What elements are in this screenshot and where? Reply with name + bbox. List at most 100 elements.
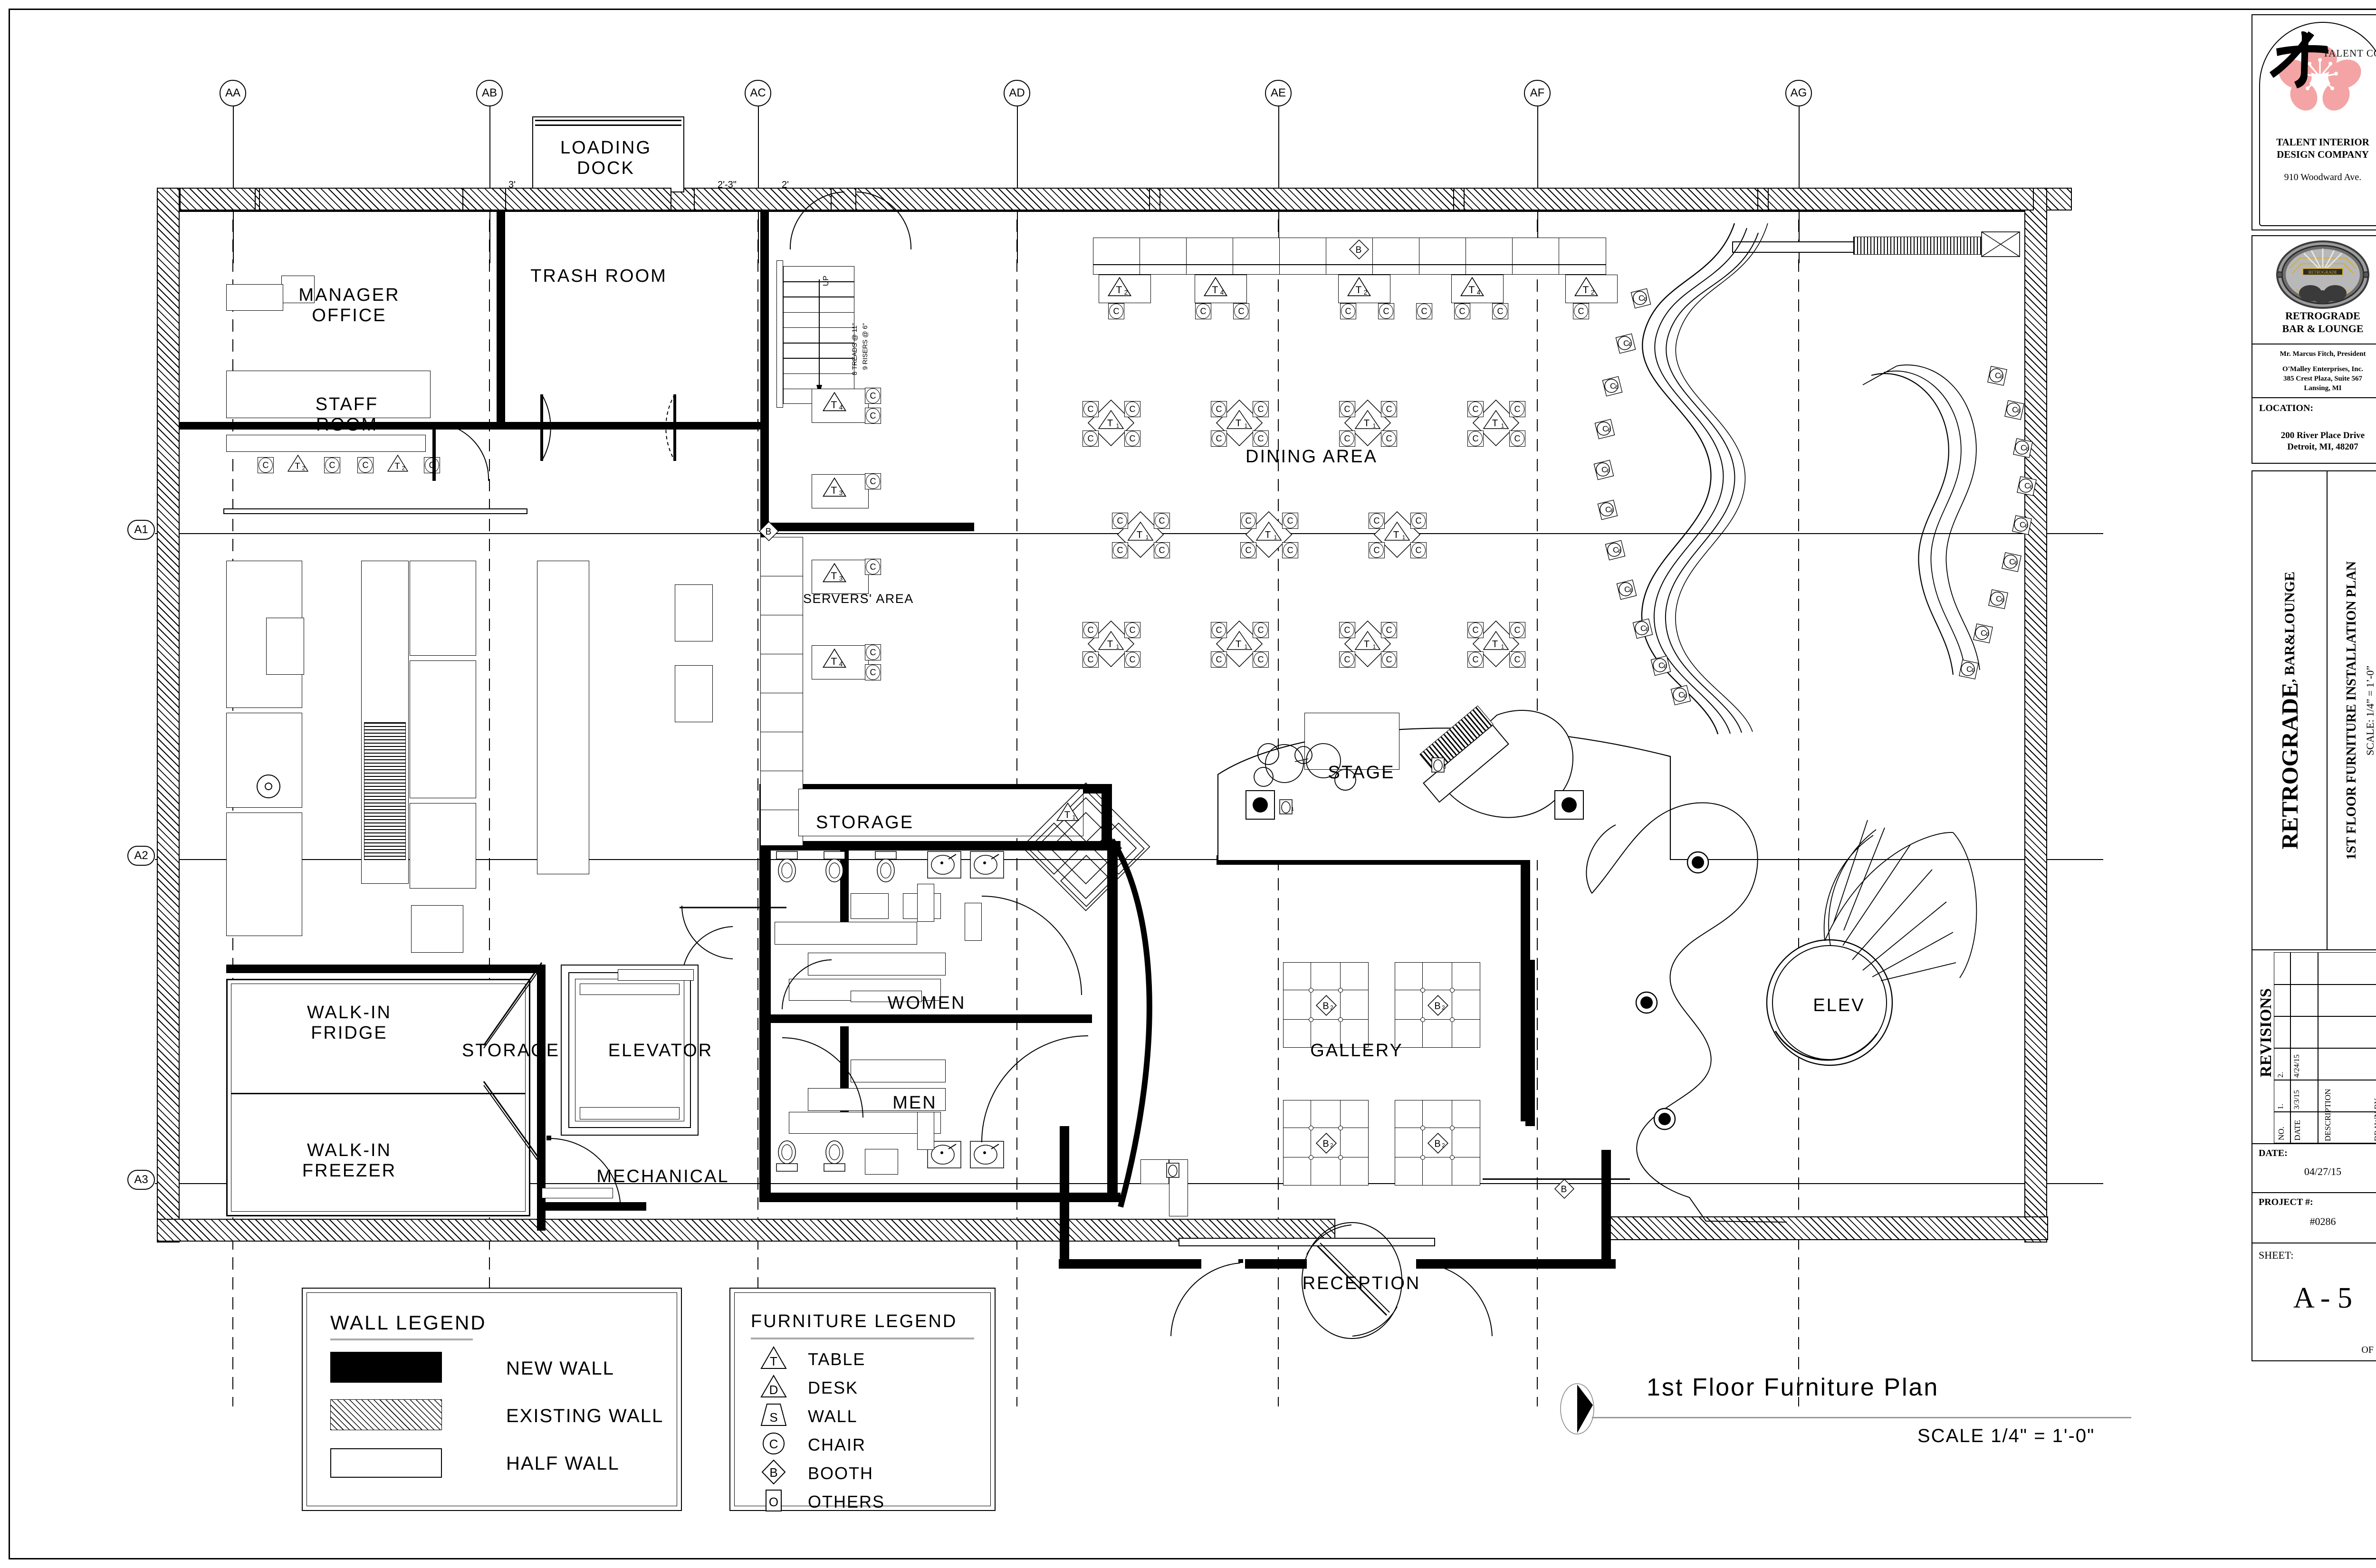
- sink-women-1: [927, 851, 962, 879]
- chair-server-a-3: C: [864, 643, 881, 660]
- dining-table-0-0-chair-nw: C: [1082, 400, 1099, 417]
- svg-text:T: T: [295, 461, 300, 471]
- dining-table-2-1-chair-nw: C: [1210, 621, 1227, 638]
- gallery-grid-h2-1: [1395, 1019, 1480, 1020]
- svg-text:1: 1: [1402, 534, 1406, 541]
- chair-server-b-3: C: [864, 663, 881, 680]
- gallery-grid-v1-1: [1422, 962, 1423, 1048]
- dining-table-0-1-chair-nw: C: [1210, 400, 1227, 417]
- dining-table-2-1-chair-se: C: [1252, 650, 1269, 668]
- exterior-seg-1: [259, 188, 463, 210]
- wall-servers-north: [760, 523, 974, 531]
- svg-text:2: 2: [1442, 1005, 1445, 1011]
- svg-text:C: C: [769, 1437, 778, 1451]
- bar-counter-curve: [1641, 223, 1768, 735]
- exterior-wall-south-right: [1601, 1216, 2048, 1240]
- room-label-servers-area: SERVERS' AREA: [803, 592, 914, 606]
- room-label-trash-room: TRASH ROOM: [530, 266, 667, 286]
- svg-text:4: 4: [1477, 289, 1481, 296]
- grid-bubble-ag: AG: [1785, 80, 1812, 106]
- women-acc-1: [917, 884, 934, 922]
- svg-text:T: T: [1236, 418, 1241, 429]
- revolving-door: [1302, 1222, 1402, 1339]
- revisions-row-sep-2: [2274, 1016, 2376, 1017]
- grand-piano: [1423, 710, 1574, 818]
- sheet-border: [9, 9, 2376, 1559]
- location-line1: 200 River Place Drive: [2280, 430, 2365, 440]
- gallery-grid-v2-2: [1340, 1100, 1341, 1186]
- dining-table-0-2-chair-se: C: [1380, 430, 1397, 447]
- svg-text:T: T: [831, 656, 837, 667]
- dining-table-1-1-chair-sw: C: [1239, 541, 1256, 558]
- svg-text:1: 1: [1116, 643, 1120, 650]
- wall-reception-east: [1601, 1150, 1611, 1266]
- svg-text:T: T: [1364, 418, 1370, 429]
- dining-table-2-3-chair-ne: C: [1508, 621, 1525, 638]
- svg-text:C: C: [2024, 481, 2030, 490]
- svg-text:4: 4: [839, 404, 843, 411]
- wall-reception-south-c: [1416, 1259, 1616, 1269]
- door-trash-double: [540, 394, 676, 461]
- grid-line-af: [1537, 106, 1538, 263]
- svg-text:1: 1: [1274, 534, 1277, 541]
- booth-north-center: B: [1349, 239, 1370, 260]
- toilet-women-3: [873, 851, 898, 885]
- wall-legend-rule: [330, 1339, 473, 1340]
- room-label-dining-area: DINING AREA: [1245, 447, 1378, 467]
- loading-dock-edge1: [535, 120, 681, 121]
- svg-text:T: T: [1107, 418, 1113, 429]
- svg-text:B: B: [769, 1465, 777, 1480]
- kitchen-shelf-a: [410, 561, 476, 656]
- mechanical-sill: [542, 1188, 613, 1198]
- exterior-seg-4: [855, 188, 1150, 210]
- svg-text:T: T: [1107, 639, 1113, 650]
- svg-text:B: B: [766, 527, 772, 537]
- svg-text:T: T: [1492, 639, 1498, 650]
- contact-person: Mr. Marcus Fitch, President: [2280, 350, 2366, 358]
- project-title-cell: RETROGRADE, BAR&LOUNGE 1ST FLOOR FURNITU…: [2251, 470, 2376, 950]
- revisions-label: REVISIONS: [2257, 988, 2275, 1078]
- dining-table-0-3-chair-se: C: [1508, 430, 1525, 447]
- chair-server-b-0: C: [864, 407, 881, 424]
- kitchen-sink: [411, 905, 463, 953]
- svg-text:T: T: [1355, 284, 1361, 296]
- svg-text:C: C: [1613, 545, 1619, 555]
- gallery-chair-node-3-3: [1450, 1155, 1455, 1160]
- exterior-seg-5: [1159, 188, 1454, 210]
- contact-company: O'Malley Enterprises, Inc.: [2282, 365, 2363, 373]
- svg-text:B: B: [1610, 508, 1614, 514]
- kitchen-shelf-c: [410, 803, 476, 889]
- dining-table-0-0-chair-ne: C: [1123, 400, 1140, 417]
- women-partition-1: [851, 893, 889, 919]
- sheet-label: SHEET:: [2259, 1249, 2294, 1261]
- svg-text:2: 2: [1364, 289, 1367, 296]
- svg-text:1: 1: [1245, 422, 1248, 429]
- exterior-wall-west: [157, 188, 180, 1243]
- dining-table-2-0-chair-se: C: [1123, 650, 1140, 668]
- revisions-header-1: DATE: [2293, 1119, 2302, 1140]
- project-value: #0286: [2309, 1215, 2336, 1227]
- svg-text:C: C: [1623, 339, 1629, 348]
- grid-bubble-a1: A1: [127, 520, 155, 540]
- chair-north-3: C: [1339, 302, 1356, 319]
- svg-text:B: B: [2014, 560, 2018, 566]
- svg-text:T: T: [1265, 530, 1271, 540]
- sink-women-2: [969, 851, 1005, 879]
- furniture-legend-label-booth: BOOTH: [808, 1463, 874, 1483]
- firm-logo-text: TALENT CO.: [2323, 48, 2376, 59]
- svg-text:2: 2: [1330, 1005, 1333, 1011]
